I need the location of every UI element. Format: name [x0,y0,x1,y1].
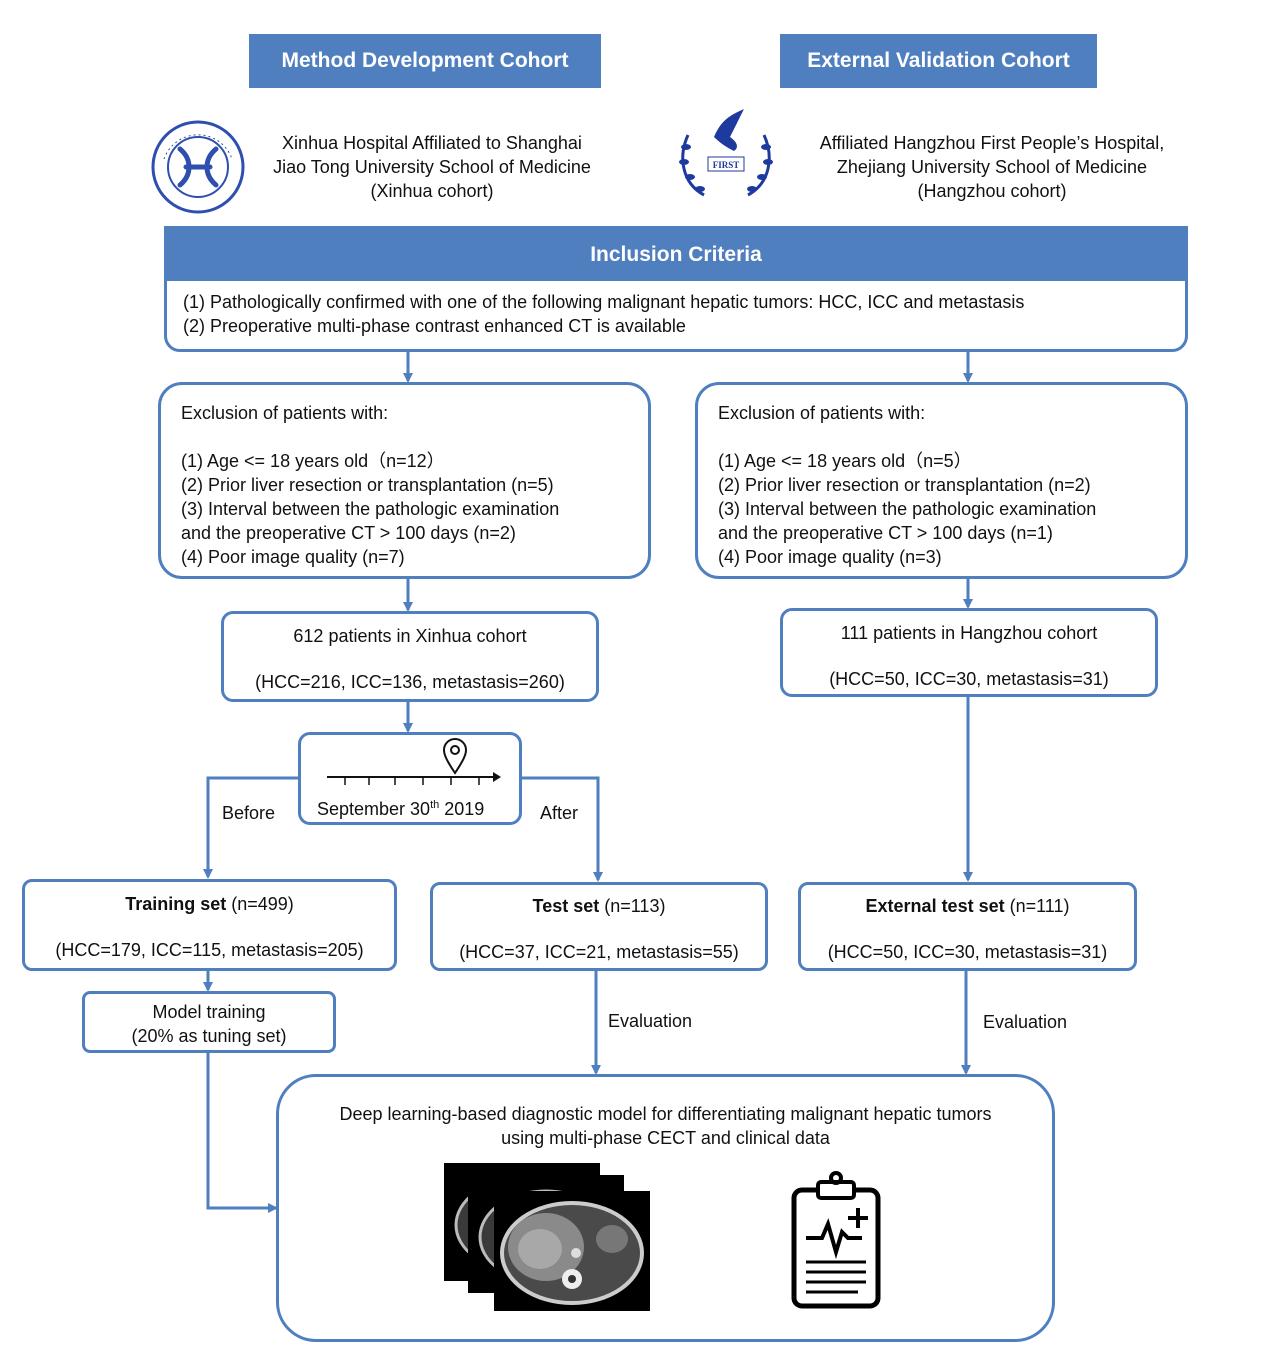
hangzhou-hospital-name: Affiliated Hangzhou First People’s Hospi… [792,131,1192,203]
inclusion-criteria-box: Inclusion Criteria (1) Pathologically co… [164,226,1188,352]
hangzhou-hospital-line-3: (Hangzhou cohort) [917,181,1067,201]
hangzhou-hospital-logo: FIRST [679,109,773,197]
arrow-timeline-to-training [203,776,298,879]
exclusion-item: and the preoperative CT > 100 days (n=1) [718,523,1053,543]
after-label: After [540,803,579,823]
hangzhou-hospital-line-1: Affiliated Hangzhou First People’s Hospi… [819,133,1165,153]
final-model-line-2: using multi-phase CECT and clinical data [501,1128,830,1148]
xinhua-hospital-line-2: Jiao Tong University School of Medicine [273,157,591,177]
final-model-box: Deep learning-based diagnostic model for… [276,1074,1055,1342]
external-test-set-count: (n=111) [1004,896,1070,916]
inclusion-criteria-title: Inclusion Criteria [590,243,762,266]
external-test-set-box: External test set (n=111) (HCC=50, ICC=3… [798,882,1137,971]
training-set-count: (n=499) [226,894,294,914]
hangzhou-hospital-line-2: Zhejiang University School of Medicine [836,157,1148,177]
hangzhou-cohort-breakdown: (HCC=50, ICC=30, metastasis=31) [829,669,1109,689]
xinhua-hospital-logo [151,120,245,214]
exclusion-item: (2) Prior liver resection or transplanta… [181,475,554,495]
exclusion-title: Exclusion of patients with: [718,403,926,423]
svg-text:FIRST: FIRST [713,160,740,170]
timeline-date-text: September 30 [317,799,431,819]
exclusion-item: (4) Poor image quality (n=3) [718,547,942,567]
exclusion-title: Exclusion of patients with: [181,403,389,423]
development-cohort-title: Method Development Cohort [281,49,569,72]
arrow-model-to-final [206,1052,278,1213]
evaluation-label-test: Evaluation [608,1011,693,1031]
training-set-box: Training set (n=499) (HCC=179, ICC=115, … [22,879,397,971]
xinhua-hospital-line-1: Xinhua Hospital Affiliated to Shanghai [282,133,582,153]
ct-scan-stack-image [444,1163,650,1311]
inclusion-item-2: (2) Preoperative multi-phase contrast en… [183,316,686,336]
evaluation-label-external: Evaluation [983,1012,1068,1032]
timeline-date-suffix: th [430,799,440,811]
xinhua-cohort-breakdown: (HCC=216, ICC=136, metastasis=260) [255,672,565,692]
exclusion-item: (1) Age <= 18 years old（n=12） [181,451,445,471]
validation-cohort-header: External Validation Cohort [780,34,1097,88]
hangzhou-cohort-title: 111 patients in Hangzhou cohort [840,623,1098,643]
location-pin-icon [442,738,468,775]
arrow-timeline-to-test [522,776,603,882]
validation-cohort-title: External Validation Cohort [807,49,1070,72]
hangzhou-cohort-box: 111 patients in Hangzhou cohort (HCC=50,… [780,608,1158,697]
test-set-name: Test set [532,896,600,916]
inclusion-criteria-list: (1) Pathologically confirmed with one of… [167,281,1185,338]
xinhua-hospital-line-3: (Xinhua cohort) [370,181,494,201]
training-set-name: Training set [125,894,227,914]
clipboard-report-icon [791,1171,881,1309]
exclusion-item: (3) Interval between the pathologic exam… [181,499,560,519]
inclusion-criteria-header: Inclusion Criteria [167,229,1185,281]
timeline-box: September 30th 2019 [298,732,522,825]
exclusion-box-xinhua: Exclusion of patients with: (1) Age <= 1… [158,382,651,579]
model-training-line-2: (20% as tuning set) [131,1026,287,1046]
inclusion-item-1: (1) Pathologically confirmed with one of… [183,292,1025,312]
test-set-count: (n=113) [599,896,666,916]
external-test-set-breakdown: (HCC=50, ICC=30, metastasis=31) [827,942,1108,962]
timeline-date: September 30th 2019 [317,793,484,821]
exclusion-item: (4) Poor image quality (n=7) [181,547,405,567]
training-set-breakdown: (HCC=179, ICC=115, metastasis=205) [55,940,364,960]
exclusion-item: and the preoperative CT > 100 days (n=2) [181,523,516,543]
exclusion-item: (3) Interval between the pathologic exam… [718,499,1097,519]
final-model-line-1: Deep learning-based diagnostic model for… [339,1104,992,1124]
model-training-line-1: Model training [152,1002,266,1022]
test-set-breakdown: (HCC=37, ICC=21, metastasis=55) [459,942,739,962]
before-label: Before [222,803,276,823]
xinhua-cohort-box: 612 patients in Xinhua cohort (HCC=216, … [221,611,599,702]
external-test-set-name: External test set [865,896,1005,916]
xinhua-hospital-name: Xinhua Hospital Affiliated to Shanghai J… [252,131,612,203]
exclusion-item: (1) Age <= 18 years old（n=5） [718,451,972,471]
test-set-box: Test set (n=113) (HCC=37, ICC=21, metast… [430,882,768,971]
timeline-arrow-icon [327,772,501,785]
model-training-box: Model training (20% as tuning set) [82,991,336,1053]
exclusion-box-hangzhou: Exclusion of patients with: (1) Age <= 1… [695,382,1188,579]
development-cohort-header: Method Development Cohort [249,34,601,88]
timeline-date-year: 2019 [439,799,485,819]
exclusion-item: (2) Prior liver resection or transplanta… [718,475,1091,495]
xinhua-cohort-title: 612 patients in Xinhua cohort [293,626,527,646]
